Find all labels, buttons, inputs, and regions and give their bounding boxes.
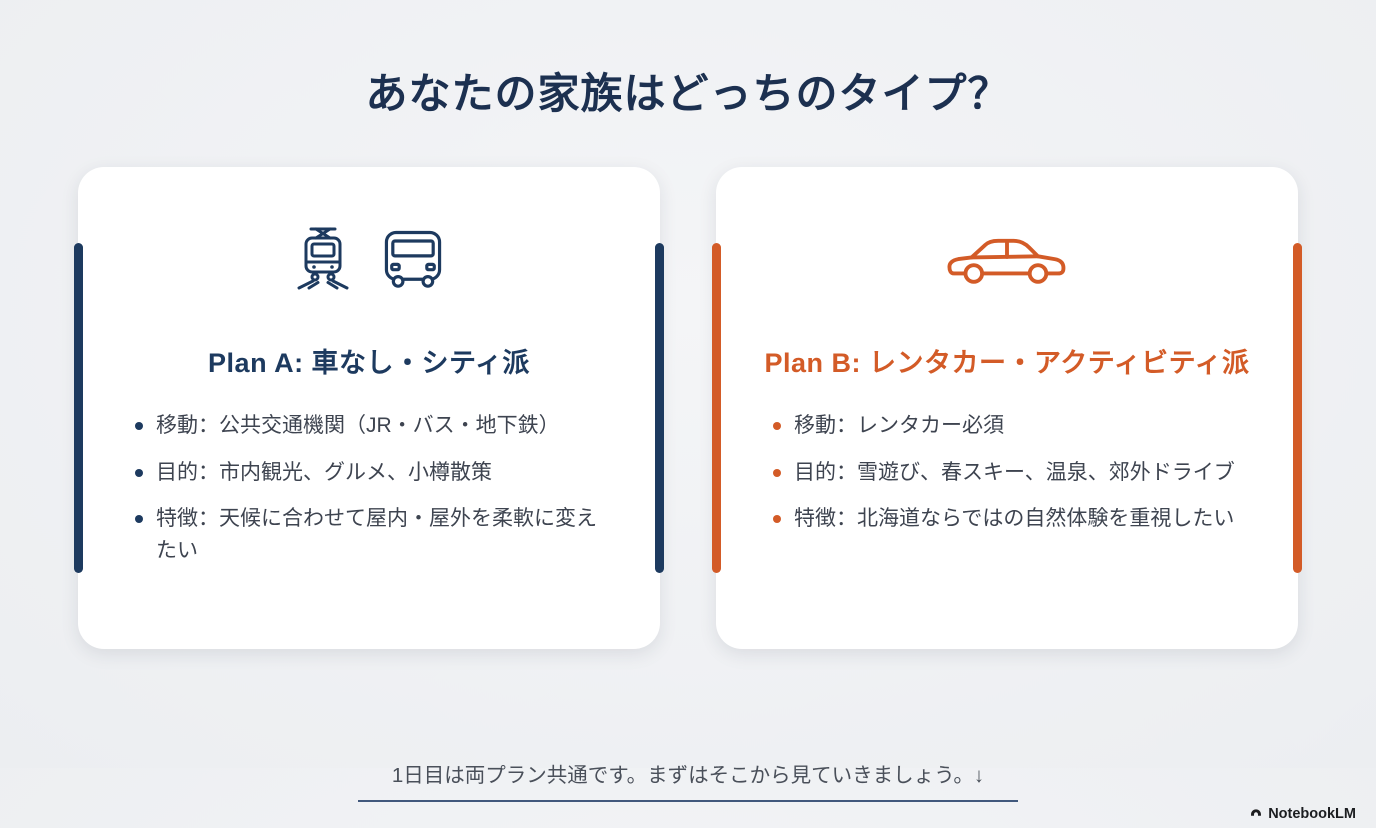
footer-note: 1日目は両プラン共通です。まずはそこから見ていきましょう。↓ bbox=[357, 758, 1019, 802]
brand-label: NotebookLM bbox=[1268, 806, 1356, 822]
plan-a-card: Plan A: 車なし・シティ派 移動：公共交通機関（JR・バス・地下鉄） 目的… bbox=[74, 167, 664, 649]
train-icon bbox=[297, 227, 349, 290]
plan-a-icons bbox=[122, 201, 616, 315]
bus-icon bbox=[384, 230, 442, 288]
plan-b-icons bbox=[760, 201, 1254, 315]
notebooklm-brand: NotebookLM bbox=[1249, 806, 1356, 822]
plan-cards: Plan A: 車なし・シティ派 移動：公共交通機関（JR・バス・地下鉄） 目的… bbox=[0, 167, 1376, 649]
notebooklm-logo-icon bbox=[1251, 809, 1262, 816]
plan-b-bullets: 移動：レンタカー必須 目的：雪遊び、春スキー、温泉、郊外ドライブ 特徴：北海道な… bbox=[760, 410, 1254, 535]
car-icon bbox=[947, 238, 1066, 284]
plan-b-title: Plan B: レンタカー・アクティビティ派 bbox=[764, 348, 1250, 378]
plan-b-card: Plan B: レンタカー・アクティビティ派 移動：レンタカー必須 目的：雪遊び… bbox=[712, 167, 1302, 649]
plan-a-bullets: 移動：公共交通機関（JR・バス・地下鉄） 目的：市内観光、グルメ、小樽散策 特徴… bbox=[122, 410, 616, 566]
plan-b-bullet-1: 移動：レンタカー必須 bbox=[770, 410, 1244, 442]
plan-a-bullet-3: 特徴：天候に合わせて屋内・屋外を柔軟に変えたい bbox=[132, 503, 606, 566]
plan-b-bullet-3: 特徴：北海道ならではの自然体験を重視したい bbox=[770, 503, 1244, 535]
plan-a-bullet-1: 移動：公共交通機関（JR・バス・地下鉄） bbox=[132, 410, 606, 442]
slide: あなたの家族はどっちのタイプ？ bbox=[0, 60, 1376, 828]
plan-a-title: Plan A: 車なし・シティ派 bbox=[208, 348, 530, 378]
page-title: あなたの家族はどっちのタイプ？ bbox=[365, 70, 1011, 117]
footer: 1日目は両プラン共通です。まずはそこから見ていきましょう。↓ bbox=[0, 758, 1376, 802]
plan-a-bullet-2: 目的：市内観光、グルメ、小樽散策 bbox=[132, 457, 606, 489]
plan-b-bullet-2: 目的：雪遊び、春スキー、温泉、郊外ドライブ bbox=[770, 457, 1244, 489]
